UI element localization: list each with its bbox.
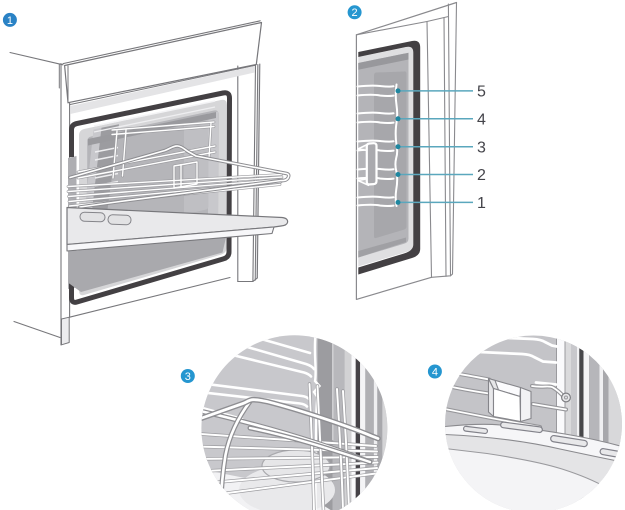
svg-text:4: 4	[432, 366, 438, 378]
svg-text:3: 3	[185, 371, 191, 383]
svg-text:3: 3	[477, 139, 486, 156]
svg-text:1: 1	[7, 15, 13, 27]
svg-text:2: 2	[352, 7, 358, 19]
svg-text:4: 4	[477, 111, 486, 128]
svg-text:5: 5	[477, 84, 486, 101]
svg-text:2: 2	[477, 167, 486, 184]
svg-text:1: 1	[477, 195, 486, 212]
